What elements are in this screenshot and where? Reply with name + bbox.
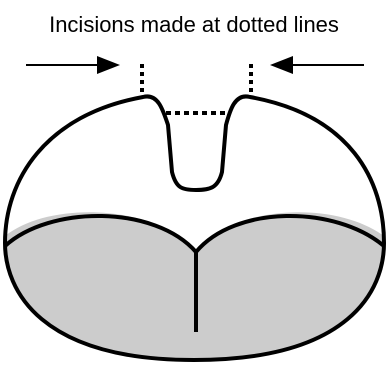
lower-boundary-line (3, 213, 386, 254)
arrow-right-icon (26, 56, 120, 74)
diagram-caption: Incisions made at dotted lines (49, 12, 339, 37)
arrow-left-icon (270, 56, 364, 74)
body-outline (3, 94, 386, 362)
